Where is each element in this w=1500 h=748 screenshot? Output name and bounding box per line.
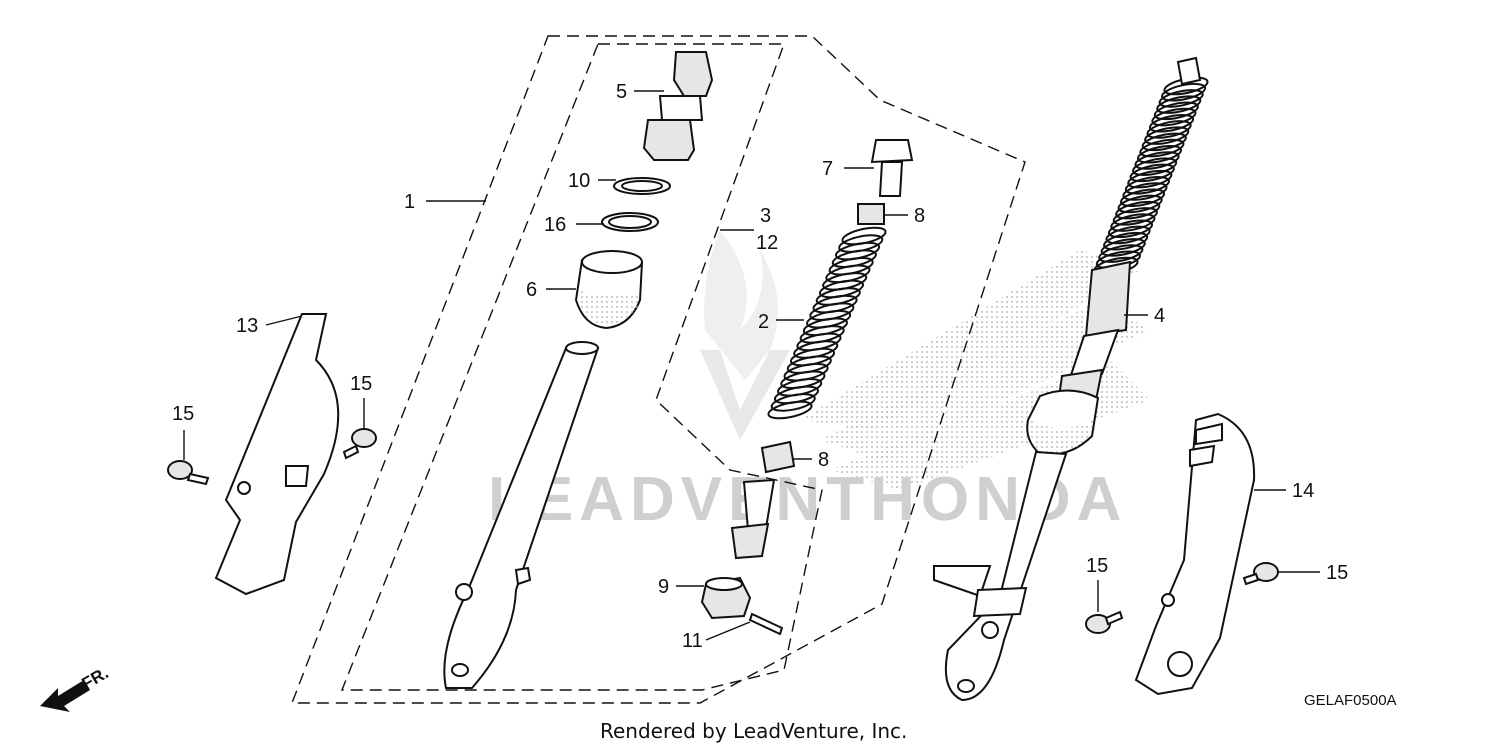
- collar-part-8-bottom: [760, 440, 796, 474]
- leader-lines: [183, 90, 1320, 641]
- spring-coil: [1122, 182, 1168, 201]
- callout-13: 13: [236, 315, 258, 337]
- watermark-text: LEADVENTHONDA: [488, 465, 1127, 534]
- callout-15-a: 15: [172, 403, 194, 425]
- bolt-part-15-b: [342, 428, 377, 460]
- callout-1: 1: [404, 191, 415, 213]
- spring-coil: [1139, 138, 1185, 158]
- callout-3: 3: [760, 205, 771, 227]
- front-direction-indicator: FR.: [40, 663, 112, 712]
- collar-part-8-top: [857, 203, 885, 225]
- front-arrow-icon: [40, 680, 90, 712]
- callout-14: 14: [1292, 480, 1314, 502]
- damper-rod-part-3: [730, 478, 776, 560]
- spring-seat-part-7: [870, 139, 914, 197]
- callout-5: 5: [616, 81, 627, 103]
- assembly-boundary-outer: [290, 35, 1026, 704]
- fork-spring-part-2: [767, 226, 887, 420]
- callout-16: 16: [544, 214, 566, 236]
- callout-9: 9: [658, 576, 669, 598]
- diagram-code: GELAF0500A: [1304, 692, 1397, 709]
- spring-coil: [1158, 89, 1204, 108]
- spring-coil: [770, 393, 816, 412]
- spring-coil: [1144, 126, 1190, 145]
- spring-coil: [767, 400, 813, 420]
- fork-cover-part-13: [214, 313, 340, 596]
- spring-coil: [1117, 194, 1163, 214]
- spring-coil: [1134, 151, 1180, 170]
- spring-coil: [1100, 238, 1146, 257]
- bolt-part-15-d: [1242, 562, 1279, 586]
- spring-coil: [1141, 132, 1187, 152]
- spring-coil: [1153, 101, 1199, 121]
- spring-coil: [1132, 157, 1178, 176]
- spring-coil: [1112, 207, 1158, 226]
- spring-coil: [1103, 231, 1149, 251]
- callout-15-d: 15: [1326, 562, 1348, 584]
- spring-coil: [1115, 200, 1161, 220]
- callout-8-top: 8: [914, 205, 925, 227]
- callout-4: 4: [1154, 305, 1165, 327]
- credit-line: Rendered by LeadVenture, Inc.: [600, 719, 907, 743]
- spring-coil: [1119, 188, 1166, 207]
- callout-11: 11: [682, 630, 703, 652]
- spring-coil: [1129, 163, 1175, 183]
- callout-10: 10: [568, 170, 590, 192]
- spring-coil: [1098, 244, 1144, 263]
- spring-coil: [1148, 113, 1195, 133]
- assembly-boundary-inner: [340, 43, 823, 691]
- fork-assembly-part-4: [933, 56, 1209, 702]
- dust-seal-part-6: [574, 250, 644, 330]
- spring-coil: [1146, 120, 1192, 139]
- bolt-part-15-a: [167, 460, 210, 486]
- spring-coil: [1110, 213, 1156, 232]
- callout-12: 12: [756, 232, 778, 254]
- fork-cap-part-5: [642, 51, 714, 161]
- spring-coil: [1161, 82, 1207, 102]
- callout-2: 2: [758, 311, 769, 333]
- callout-15-b: 15: [350, 373, 372, 395]
- pin-part-11: [748, 612, 784, 636]
- fork-cover-part-14: [1134, 412, 1256, 696]
- spring-coil: [1124, 176, 1170, 195]
- callout-8-bottom: 8: [818, 449, 829, 471]
- callout-7: 7: [822, 158, 833, 180]
- bolt-part-15-c: [1085, 610, 1124, 634]
- spring-coil: [1127, 169, 1173, 189]
- spring-coil: [1107, 219, 1154, 239]
- spring-coil: [1105, 225, 1151, 245]
- fork-tube-part-1: [443, 341, 600, 689]
- callout-6: 6: [526, 279, 537, 301]
- nut-part-9: [700, 576, 752, 620]
- spring-coil: [1156, 95, 1202, 114]
- spring-coil: [1136, 145, 1183, 164]
- callout-15-c: 15: [1086, 555, 1108, 577]
- spring-coil: [1151, 107, 1197, 127]
